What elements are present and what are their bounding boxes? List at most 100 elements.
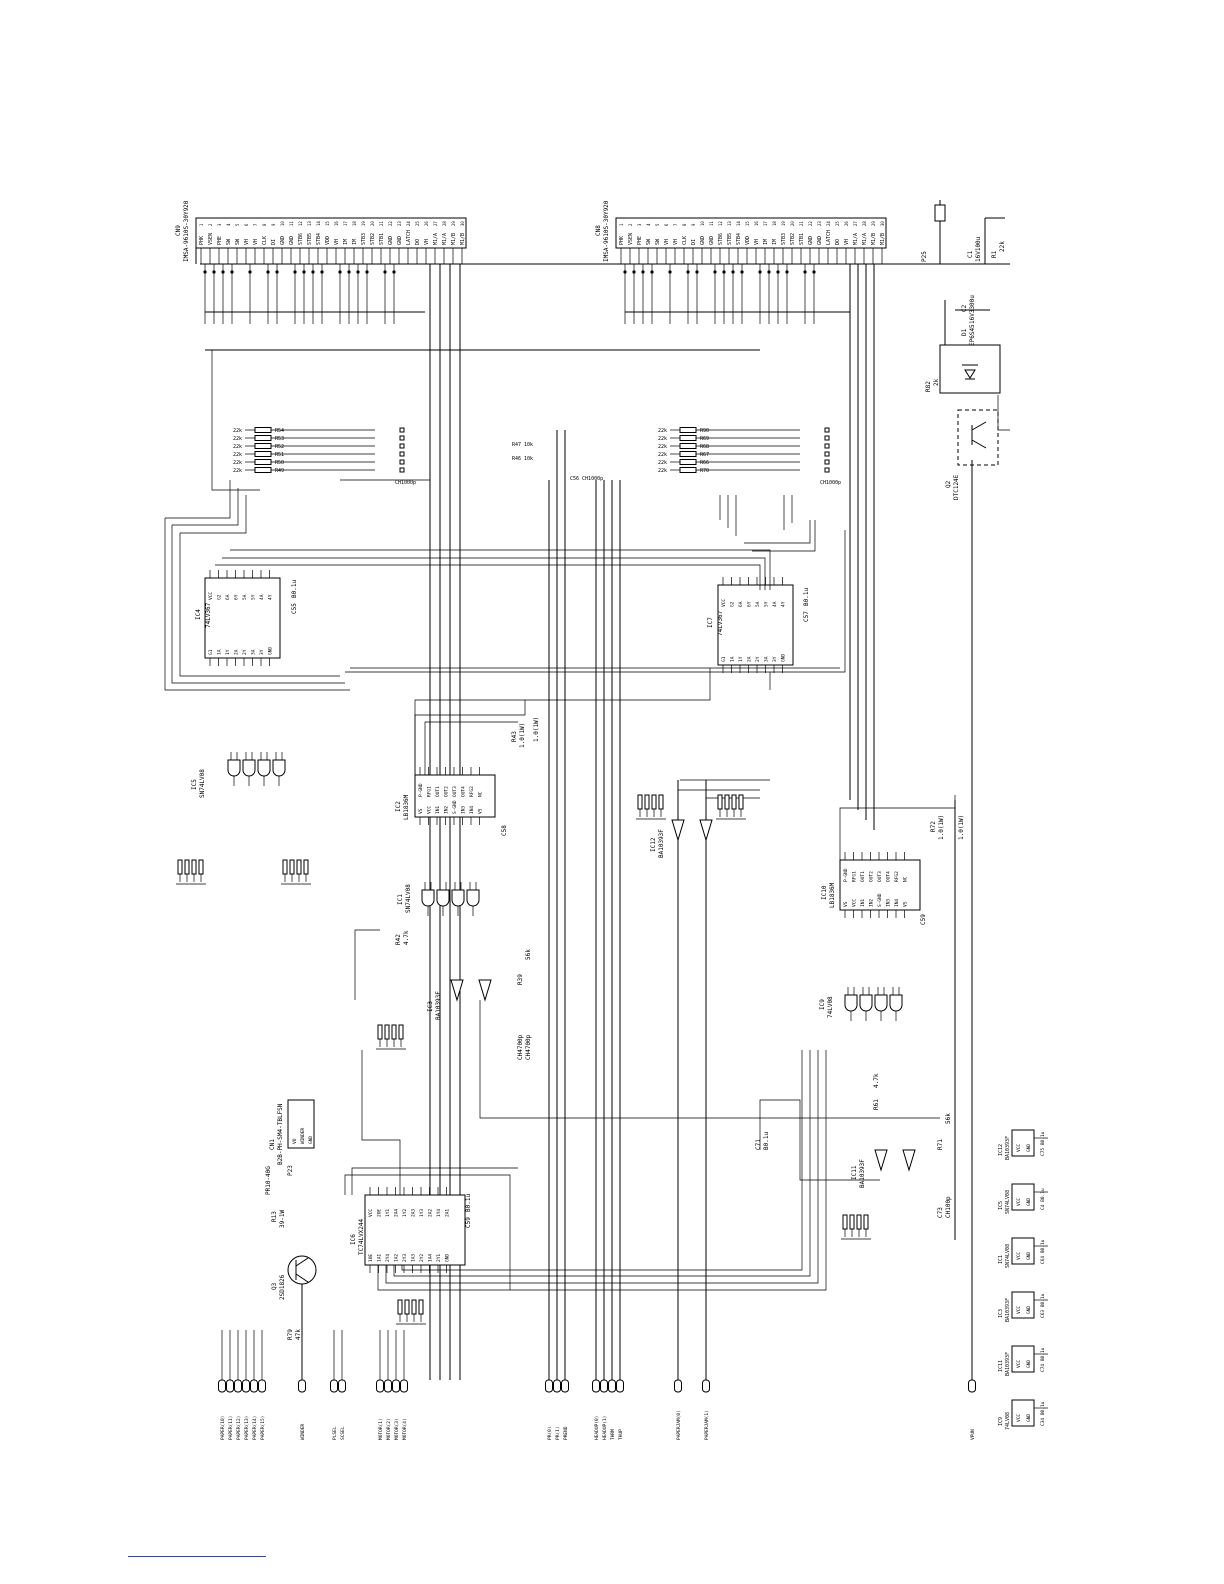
c59b-ref: C59 — [465, 1217, 472, 1228]
resistor-network-left: R5422kR5322kR5222kR5122kR5022kR4922kCH10… — [233, 427, 603, 486]
cn8-pin-label: VDD — [745, 236, 751, 245]
ic6-pin-label: 2OE — [377, 1209, 383, 1217]
ic7-part: 74LV367 — [717, 610, 724, 636]
power-block-cap: C63 B0.1u — [1040, 1293, 1046, 1318]
ic6-pin-label: 2Y2 — [419, 1254, 425, 1262]
cn9-pin-label: VH — [424, 239, 430, 245]
terminal-label: PAPER(13) — [244, 1416, 250, 1440]
cn9-pin-label: LATCH — [406, 230, 412, 245]
cn8-pin-label: GND — [817, 236, 823, 245]
cn9-pin-label: M1/A — [433, 233, 439, 245]
cn8-pin-number: 27 — [853, 221, 858, 226]
cn8-pin-number: 21 — [799, 221, 804, 226]
junction-dot — [695, 270, 699, 274]
terminal-connector — [545, 1379, 553, 1393]
cn8-pin-label: SW — [646, 238, 652, 245]
pulldown-resistor — [418, 1299, 424, 1315]
ic7-pin-label: 1A — [730, 656, 736, 662]
r1-value: 22k — [999, 241, 1006, 252]
terminal-label: SCSEL — [340, 1426, 346, 1440]
ic2-ref: IC2 — [395, 801, 402, 812]
cn8-pin-number: 2 — [628, 223, 633, 226]
cn9-pin-label: STB5 — [307, 233, 313, 245]
ic6-pin-label: 2A3 — [411, 1209, 417, 1217]
power-block-ic — [1011, 1183, 1035, 1211]
rn-right-resistor — [679, 427, 697, 433]
power-block-vcc: VCC — [1016, 1414, 1022, 1422]
junction-dot — [776, 270, 780, 274]
rn-right-value: 22k — [658, 468, 667, 474]
p23-label: P23 — [287, 1165, 294, 1176]
cn9-pin-label: CLK — [262, 236, 268, 245]
power-block-gnd: GND — [1026, 1360, 1032, 1368]
r61-value: 4.7k — [873, 1073, 880, 1088]
ic6-pin-label: GND — [445, 1254, 451, 1262]
cn8-pin-number: 12 — [718, 221, 723, 226]
c1-value: 16V100u — [975, 236, 982, 262]
rn-right-value: 22k — [658, 460, 667, 466]
terminal-label: HEADUP(1) — [602, 1416, 608, 1440]
ic7-pin-label: VCC — [721, 599, 727, 607]
cn9-pin-label: VH — [244, 239, 250, 245]
rn-right-value: 22k — [658, 436, 667, 442]
ic4-pin-label: 5Y — [251, 594, 257, 600]
power-block-ic — [1011, 1237, 1035, 1265]
junction-dot — [275, 270, 279, 274]
rn-left-resistor — [254, 435, 272, 441]
junction-dot — [356, 270, 360, 274]
cn9-pin-number: 17 — [343, 221, 348, 226]
r13-ref: R13 — [271, 1211, 278, 1222]
ic10-ref: IC10 — [821, 885, 828, 900]
ic6-pin-label: 2Y1 — [436, 1254, 442, 1262]
ic12-part: BA10393F — [658, 829, 665, 858]
terminal-connector — [298, 1379, 306, 1393]
ic4-pin-label: 3A — [251, 649, 257, 655]
cn9-pin-label: GND — [388, 236, 394, 245]
power-block-cap: C34 B0.1u — [1040, 1401, 1046, 1426]
rn-right-ref: R68 — [700, 444, 709, 450]
terminal-label: PAPER(12) — [236, 1416, 242, 1440]
ic5-and-gate — [242, 759, 256, 777]
cn8-pin-number: 14 — [736, 221, 741, 226]
ic4-pin-label: 6A — [225, 594, 231, 600]
cn8-pin-number: 6 — [664, 223, 669, 226]
c73-ref: C73 — [937, 1207, 944, 1218]
junction-dot — [338, 270, 342, 274]
cn9-pin-label: M1/A — [442, 233, 448, 245]
rn-right-capacitor — [824, 443, 830, 449]
cn8-pin-number: 19 — [781, 221, 786, 226]
ic6-pin-label: 2A2 — [428, 1209, 434, 1217]
cn9-pin-label: VH — [334, 239, 340, 245]
cn9-pin-number: 6 — [244, 223, 249, 226]
ic2-pin-label: RFG1 — [427, 786, 433, 797]
cn8-pin-label: GND — [700, 236, 706, 245]
ic2-pin-label: IN4 — [469, 806, 475, 814]
cn9-pin-label: VDD — [325, 236, 331, 245]
ic7-pin-label: 2A — [747, 656, 753, 662]
terminal-connector — [561, 1379, 569, 1393]
power-block-vcc: VCC — [1016, 1144, 1022, 1152]
cn8-pin-label: LATCH — [826, 230, 832, 245]
d1-ref: D1 — [961, 328, 968, 336]
junction-dot — [320, 270, 324, 274]
cn8-pin-number: 24 — [826, 221, 831, 226]
rn-left-resistor — [254, 467, 272, 473]
connector-cn9: PHK1VSEN2PHE3SW4SW5VH6VH7CLK8DI9GND10GND… — [175, 200, 467, 264]
ic2-pin-label: OUT2 — [444, 786, 450, 797]
d1-part: EP6S45 — [969, 324, 976, 346]
cn9-pin-number: 7 — [253, 223, 258, 226]
cn8-pin-label: M1/A — [853, 233, 859, 245]
ic6-pin-label: 1Y4 — [436, 1209, 442, 1217]
cn9-pin-number: 1 — [199, 223, 204, 226]
c58-ref: C58 — [501, 825, 508, 836]
junction-dot — [212, 270, 216, 274]
ic6-pin-label: 1A3 — [411, 1254, 417, 1262]
ic9-part: 74LV08 — [827, 996, 834, 1018]
ic3-part: BA10393F — [435, 991, 442, 1020]
junction-dot — [650, 270, 654, 274]
cn9-pin-label: GND — [289, 236, 295, 245]
